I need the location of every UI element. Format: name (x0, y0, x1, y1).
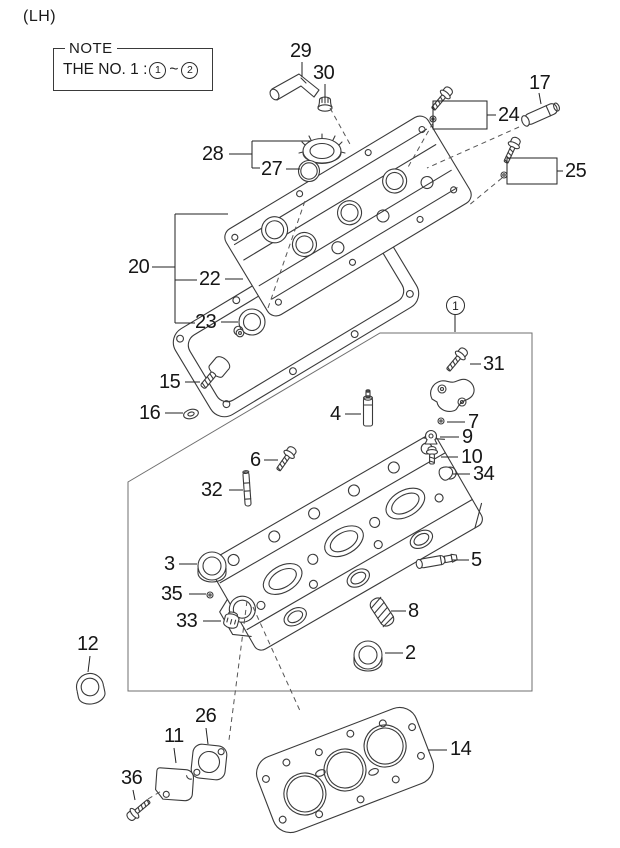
ball-7-drawing (437, 417, 445, 425)
spring-8-drawing (369, 596, 395, 628)
callout-28: 28 (202, 143, 224, 165)
callout-36: 36 (121, 767, 143, 789)
callout-8: 8 (408, 600, 419, 622)
callout-34: 34 (473, 463, 495, 485)
cap-nut-9-drawing (424, 429, 438, 445)
callout-33: 33 (176, 610, 198, 632)
bolt-24-drawing (427, 83, 496, 130)
bolt-6-drawing (272, 443, 300, 474)
callout-27: 27 (261, 158, 283, 180)
callout-24: 24 (498, 104, 520, 126)
plug-33-drawing (223, 611, 240, 629)
alignment-dashed-lines (147, 107, 520, 800)
seal-ring-12-drawing (75, 672, 106, 705)
seal-ring-2-drawing (353, 640, 383, 672)
cap-34-drawing (438, 466, 454, 481)
callout-6: 6 (250, 449, 261, 471)
cam-cap-drawing (430, 378, 475, 412)
callout-17: 17 (529, 72, 551, 94)
note-box: NOTE THE NO. 1 : 1 ~ 2 (53, 40, 213, 91)
plug-bolt-15-drawing (200, 356, 231, 389)
screw-10-drawing (425, 446, 439, 465)
valve-guide-drawing (362, 389, 374, 427)
cylinder-head-drawing (208, 434, 483, 651)
note-body: THE NO. 1 : 1 ~ 2 (54, 49, 212, 79)
callout-31: 31 (483, 353, 505, 375)
bolt-31-drawing (442, 344, 471, 375)
bolt-36-drawing (123, 795, 154, 824)
note-tilde: ~ (169, 61, 179, 78)
callout-11: 11 (164, 725, 184, 747)
head-gasket-drawing (256, 706, 434, 834)
callout-35: 35 (161, 583, 183, 605)
callout-30: 30 (313, 62, 335, 84)
seal-cap-23-drawing (233, 308, 266, 338)
vent-grommet-drawing (317, 96, 333, 112)
valve-cover-drawing (224, 115, 472, 317)
callout-22: 22 (199, 268, 221, 290)
callout-5: 5 (471, 549, 482, 571)
note-text: THE NO. 1 : (63, 61, 148, 78)
gasket-26-drawing (190, 743, 228, 781)
circled-number-1-icon: 1 (149, 61, 167, 79)
callout-10: 10 (461, 446, 483, 468)
breather-pipe-drawing (269, 73, 320, 101)
callout-29: 29 (290, 40, 312, 62)
ball-35-drawing (206, 591, 214, 599)
callout-16: 16 (139, 402, 161, 424)
dowel-pin-drawing (242, 470, 252, 507)
handedness-label: (LH) (23, 8, 57, 25)
callout-3: 3 (164, 553, 175, 575)
callout-26: 26 (195, 705, 217, 727)
callout-25: 25 (565, 160, 587, 182)
circled-number-2-icon: 2 (181, 61, 199, 79)
assembly-box (127, 313, 533, 692)
leader-lines (87, 62, 542, 801)
note-title: NOTE (65, 40, 117, 57)
callout-32: 32 (201, 479, 223, 501)
pipe-17-drawing (521, 102, 561, 127)
callout-9: 9 (462, 426, 473, 448)
washer-16-drawing (182, 407, 200, 421)
callout-2: 2 (405, 642, 416, 664)
bolt-25-drawing (499, 134, 563, 185)
pipe-5-drawing (415, 553, 458, 569)
callout-7: 7 (468, 411, 479, 433)
callout-12: 12 (77, 633, 99, 655)
filler-cap-oring-drawing (297, 159, 321, 183)
callout-4: 4 (330, 403, 341, 425)
callout-23: 23 (195, 311, 217, 333)
callout-20: 20 (128, 256, 150, 278)
cover-plate-11-drawing (155, 767, 194, 802)
assembly-ref-circle: 1 (446, 296, 465, 315)
callout-14: 14 (450, 738, 472, 760)
oil-filler-cap-drawing (298, 133, 346, 165)
callout-15: 15 (159, 371, 181, 393)
